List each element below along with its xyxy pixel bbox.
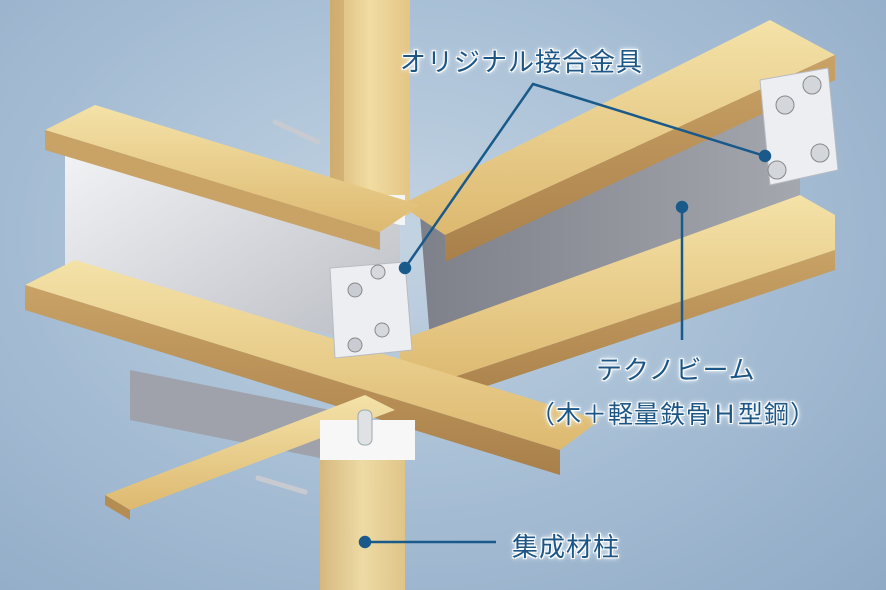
column-lower xyxy=(320,409,415,590)
connector-plate-right xyxy=(759,67,839,186)
callout-beam-label: テクノビーム xyxy=(596,356,756,386)
beam-left xyxy=(25,105,600,475)
callout-beam-sublabel: （木＋軽量鉄骨Ｈ型鋼） xyxy=(530,400,817,429)
connector-plate-center xyxy=(329,261,413,359)
drift-pins xyxy=(255,119,321,495)
beam-right xyxy=(400,20,835,405)
callout-lines xyxy=(358,82,772,549)
callout-connector-label: オリジナル接合金具 xyxy=(400,48,644,78)
callout-column-label: 集成材柱 xyxy=(512,533,621,563)
